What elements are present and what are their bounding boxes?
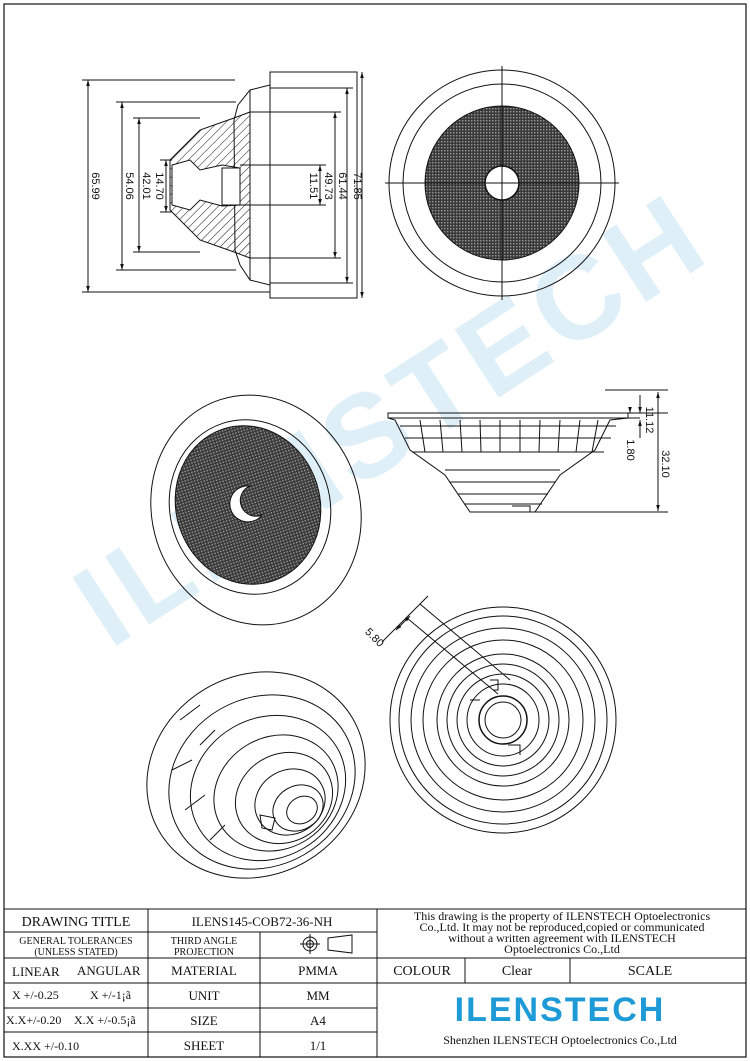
material-label: MATERIAL: [171, 963, 237, 978]
dim-65-99: 65.99: [89, 172, 101, 200]
dim-1-80: 1.80: [624, 439, 636, 460]
angular-label: ANGULAR: [77, 963, 141, 978]
tol-ang-xx: X.X +/-0.5¡ã: [74, 1013, 136, 1027]
watermark-text: ILENSTECH: [52, 167, 730, 671]
projection-label-2: PROJECTION: [174, 947, 234, 958]
unit-label: UNIT: [188, 988, 219, 1003]
sheet-label: SHEET: [184, 1038, 225, 1053]
title-block: [4, 908, 746, 1057]
sheet-value: 1/1: [310, 1038, 327, 1053]
dim-42-01: 42.01: [140, 172, 152, 200]
drawing-title-value: ILENS145-COB72-36-NH: [192, 914, 333, 929]
material-value: PMMA: [298, 963, 338, 978]
colour-label: COLOUR: [393, 964, 451, 979]
colour-value: Clear: [502, 964, 533, 979]
notice-line-1: This drawing is the property of ILENSTEC…: [414, 909, 711, 923]
isometric-bottom-view: [146, 671, 366, 879]
tol-xx: X.X+/-0.20: [6, 1013, 61, 1027]
dim-11-51: 11.51: [307, 173, 319, 200]
size-value: A4: [310, 1013, 326, 1028]
dim-61-44: 61.44: [336, 172, 348, 200]
notice-line-2: Co.,Ltd. It may not be reproduced,copied…: [420, 920, 705, 934]
company-logo: ILENSTECH: [455, 991, 666, 1029]
dim-14-70: 14.70: [153, 172, 165, 200]
dim-5-80: 5.80: [362, 626, 386, 650]
company-name: Shenzhen ILENSTECH Optoelectronics Co.,L…: [443, 1033, 677, 1047]
isometric-top-view: [150, 394, 362, 626]
unit-value: MM: [306, 988, 330, 1003]
dim-54-06: 54.06: [123, 172, 135, 200]
tol-xxx: X.XX +/-0.10: [12, 1039, 79, 1053]
drawing-title-label: DRAWING TITLE: [22, 915, 131, 930]
top-view: [385, 66, 619, 300]
tol-x: X +/-0.25: [12, 988, 59, 1002]
dim-11-12: 11.12: [643, 407, 655, 434]
tol-ang-x: X +/-1¡ã: [90, 988, 132, 1002]
bottom-view: [381, 595, 617, 834]
notice-line-3: without a written agreement with ILENSTE…: [448, 931, 676, 945]
front-section-view: [82, 71, 364, 299]
linear-label: LINEAR: [12, 964, 60, 979]
unless-stated-label: (UNLESS STATED): [34, 947, 117, 958]
dim-49-73: 49.73: [322, 172, 334, 200]
dim-32-10: 32.10: [659, 450, 671, 478]
size-label: SIZE: [190, 1013, 218, 1028]
sheet-border: [3, 3, 747, 1058]
dim-71-85: 71.85: [351, 172, 363, 200]
notice-line-4: Optoelectronics Co.,Ltd: [504, 942, 620, 956]
general-tolerances-label: GENERAL TOLERANCES: [19, 936, 132, 947]
scale-label: SCALE: [628, 964, 672, 979]
side-view: [387, 389, 668, 513]
projection-label-1: THIRD ANGLE: [171, 936, 237, 947]
